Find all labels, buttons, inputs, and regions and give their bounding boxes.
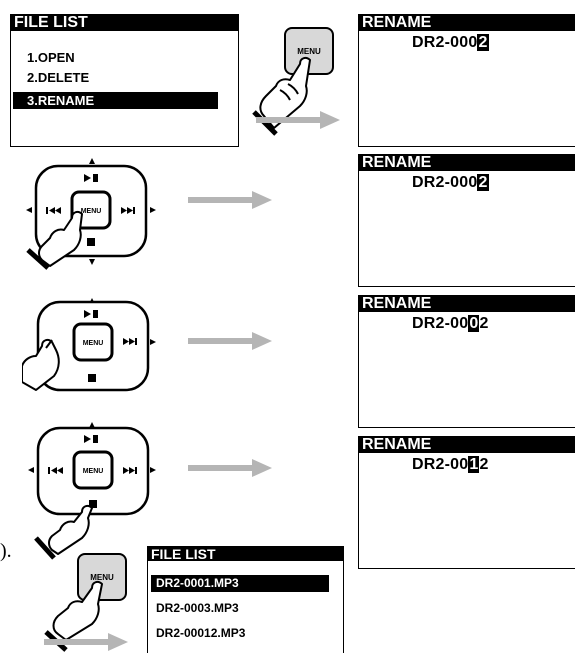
menu-button-label: MENU [83, 468, 104, 475]
hand-icon [34, 504, 93, 560]
menu-button[interactable] [72, 322, 114, 362]
filename-field: DR2-0012 [412, 456, 489, 474]
fast-forward-icon[interactable] [121, 207, 135, 214]
menu-item-open[interactable]: 1.OPEN [27, 50, 75, 65]
filename-field: DR2-0002 [412, 34, 489, 52]
right-marker-icon [150, 467, 156, 473]
rename-title: RENAME [359, 155, 575, 171]
file-list-title: FILE LIST [11, 15, 238, 31]
menu-button[interactable] [72, 450, 114, 490]
menu-button-label: MENU [83, 340, 104, 347]
menu-press-illustration-2: MENU [44, 553, 127, 652]
control-pad-2: MENU [22, 298, 156, 392]
rename-screen-2: RENAME DR2-0002 [358, 154, 575, 287]
down-marker-icon [89, 259, 95, 265]
right-marker-icon [150, 339, 156, 345]
stop-icon[interactable] [89, 500, 97, 508]
menu-button[interactable] [77, 553, 127, 601]
menu-button-label: MENU [90, 573, 114, 582]
right-marker-icon [150, 207, 156, 213]
filename-cursor-char: 2 [477, 174, 489, 191]
file-item-dr2-0001[interactable]: DR2-0001.MP3 [151, 575, 329, 592]
rename-screen-4: RENAME DR2-0012 [358, 436, 575, 569]
rename-screen-3: RENAME DR2-0002 [358, 295, 575, 428]
menu-button-label: MENU [81, 208, 102, 215]
rename-title: RENAME [359, 15, 575, 31]
menu-press-illustration: MENU [252, 27, 334, 136]
menu-button[interactable] [284, 27, 334, 75]
filename-suffix: 2 [479, 315, 489, 332]
stop-icon[interactable] [88, 374, 96, 382]
menu-button-label: MENU [297, 47, 321, 56]
arrow-right-1 [256, 111, 340, 134]
left-marker-icon [26, 207, 32, 213]
fast-forward-icon[interactable] [123, 338, 137, 345]
menu-item-rename[interactable]: 3.RENAME [13, 92, 218, 109]
left-marker-icon [28, 467, 34, 473]
filename-suffix: 2 [479, 456, 489, 473]
file-list-screen-1: FILE LIST 1.OPEN 2.DELETE 3.RENAME [10, 14, 239, 147]
stray-text: ). [0, 540, 12, 562]
arrow-right-3 [188, 332, 272, 355]
filename-field: DR2-0002 [412, 315, 489, 333]
filename-cursor-char: 0 [468, 315, 480, 332]
arrow-right-4 [188, 459, 272, 482]
filename-cursor-char: 1 [468, 456, 480, 473]
hand-icon [26, 210, 83, 270]
play-pause-icon[interactable] [84, 310, 98, 318]
filename-field: DR2-0002 [412, 174, 489, 192]
filename-prefix: DR2-00 [412, 315, 469, 332]
rename-screen-1: RENAME DR2-0002 [358, 14, 575, 147]
menu-item-delete[interactable]: 2.DELETE [27, 70, 90, 85]
arrow-right-2 [188, 191, 272, 214]
control-pad-3: MENU [28, 422, 156, 560]
play-pause-icon[interactable] [84, 435, 98, 443]
rewind-icon[interactable] [46, 207, 61, 214]
file-list-screen-2: FILE LIST DR2-0001.MP3 DR2-0003.MP3 DR2-… [147, 546, 344, 653]
up-marker-icon [89, 158, 95, 164]
file-item-dr2-0003[interactable]: DR2-0003.MP3 [156, 601, 239, 615]
stop-icon[interactable] [87, 238, 95, 246]
rewind-icon[interactable] [48, 467, 63, 474]
rename-title: RENAME [359, 296, 575, 312]
control-pad-1: MENU [26, 158, 156, 270]
filename-prefix: DR2-000 [412, 34, 478, 51]
play-pause-icon[interactable] [84, 174, 98, 182]
filename-prefix: DR2-00 [412, 456, 469, 473]
hand-icon [22, 338, 60, 391]
filename-prefix: DR2-000 [412, 174, 478, 191]
arrow-right-5 [44, 633, 128, 656]
file-list-title: FILE LIST [148, 547, 343, 561]
file-item-dr2-00012[interactable]: DR2-00012.MP3 [156, 626, 246, 640]
rename-title: RENAME [359, 437, 575, 453]
filename-cursor-char: 2 [477, 34, 489, 51]
up-marker-icon [89, 422, 95, 428]
fast-forward-icon[interactable] [123, 467, 137, 474]
